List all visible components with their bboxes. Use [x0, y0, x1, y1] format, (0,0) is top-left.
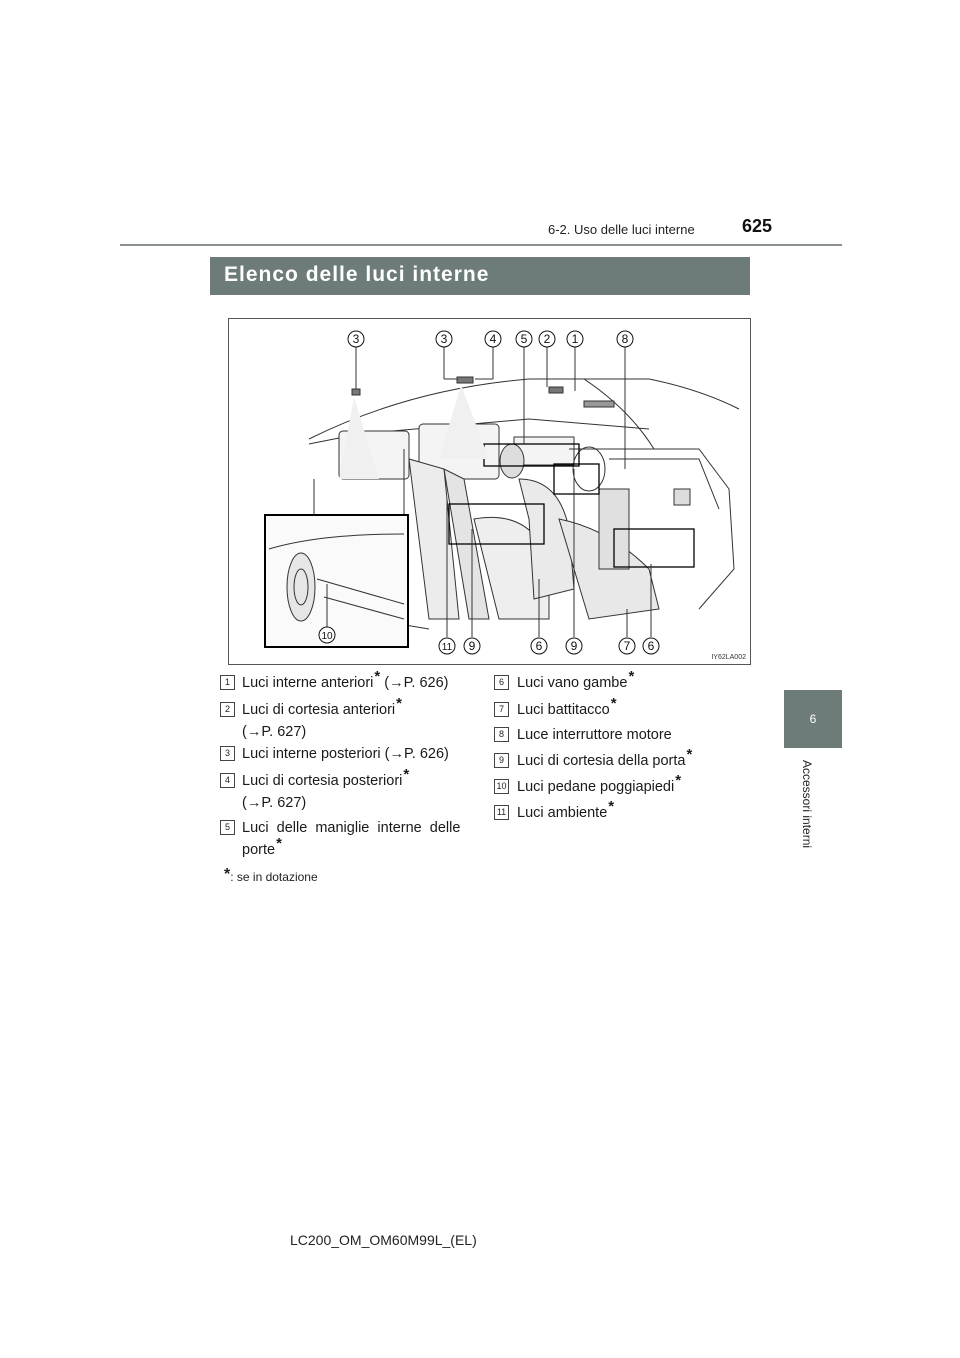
- chapter-tab-number: 6: [809, 712, 817, 726]
- item-text: Luci di cortesia posteriori*: [242, 766, 410, 789]
- header-divider: [120, 244, 842, 246]
- figure-code: IY62LA002: [711, 654, 746, 661]
- svg-text:3: 3: [441, 332, 448, 346]
- item-ref: (→P. 627): [242, 795, 307, 811]
- item-text: Luci vano gambe*: [517, 668, 635, 691]
- item-text: Luci battitacco*: [517, 695, 617, 718]
- svg-text:4: 4: [490, 332, 497, 346]
- item-number: 5: [220, 820, 235, 835]
- item-text: Luci ambiente*: [517, 798, 615, 821]
- item-number: 2: [220, 702, 235, 717]
- item-number: 11: [494, 805, 509, 820]
- item-text: Luci di cortesia della porta*: [517, 746, 693, 769]
- svg-text:1: 1: [572, 332, 579, 346]
- footnote: *: se in dotazione: [224, 866, 318, 884]
- callout-bottom-1: 11: [438, 637, 456, 655]
- svg-text:11: 11: [442, 642, 453, 653]
- svg-text:6: 6: [536, 639, 543, 653]
- document-code-footer: LC200_OM_OM60M99L_(EL): [290, 1232, 477, 1248]
- section-title: Elenco delle luci interne: [224, 263, 490, 286]
- svg-text:9: 9: [469, 639, 476, 653]
- callout-bottom-5: 7: [618, 637, 636, 655]
- callout-top-3: 4: [484, 330, 502, 348]
- item-text: Luce interruttore motore: [517, 727, 672, 743]
- svg-text:2: 2: [544, 332, 551, 346]
- callout-top-5: 2: [538, 330, 556, 348]
- item-text: Luci interne posteriori (→P. 626): [242, 746, 449, 762]
- item-number: 9: [494, 753, 509, 768]
- callout-top-2: 3: [435, 330, 453, 348]
- svg-text:6: 6: [648, 639, 655, 653]
- svg-text:7: 7: [624, 639, 631, 653]
- item-number: 7: [494, 702, 509, 717]
- chapter-tab: [784, 690, 842, 748]
- item-number: 8: [494, 727, 509, 742]
- item-text: Luci interne anteriori* (→P. 626): [242, 668, 449, 691]
- svg-text:9: 9: [571, 639, 578, 653]
- item-number: 1: [220, 675, 235, 690]
- svg-text:5: 5: [521, 332, 528, 346]
- item-number: 3: [220, 746, 235, 761]
- callout-top-7: 8: [616, 330, 634, 348]
- svg-text:3: 3: [353, 332, 360, 346]
- interior-lights-figure: 3 3 4 5 2 1 8 11 9 6 9 7 6 10 IY62LA002: [228, 318, 751, 665]
- svg-text:8: 8: [622, 332, 629, 346]
- item-text: Luci pedane poggiapiedi*: [517, 772, 682, 795]
- callout-bottom-6: 6: [642, 637, 660, 655]
- callout-top-1: 3: [347, 330, 365, 348]
- callout-bottom-2: 9: [463, 637, 481, 655]
- item-text-cont: porte*: [242, 835, 282, 858]
- item-text: Luci delle maniglie interne delle: [242, 820, 461, 836]
- callout-inset: 10: [318, 626, 336, 644]
- item-number: 6: [494, 675, 509, 690]
- callout-bottom-4: 9: [565, 637, 583, 655]
- chapter-tab-title: Accessori interni: [800, 760, 814, 849]
- callout-bottom-3: 6: [530, 637, 548, 655]
- item-text: Luci di cortesia anteriori*: [242, 695, 402, 718]
- callout-top-4: 5: [515, 330, 533, 348]
- section-title-bar: [210, 257, 750, 295]
- item-number: 4: [220, 773, 235, 788]
- chapter-tab-label: Accessori interni: [770, 760, 850, 860]
- callout-top-6: 1: [566, 330, 584, 348]
- item-ref: (→P. 627): [242, 724, 307, 740]
- car-interior-illustration: 3 3 4 5 2 1 8 11 9 6 9 7 6 10: [264, 330, 740, 655]
- running-header-section: 6-2. Uso delle luci interne: [548, 222, 695, 237]
- svg-text:10: 10: [321, 631, 333, 642]
- item-number: 10: [494, 779, 509, 794]
- page-number: 625: [742, 216, 773, 236]
